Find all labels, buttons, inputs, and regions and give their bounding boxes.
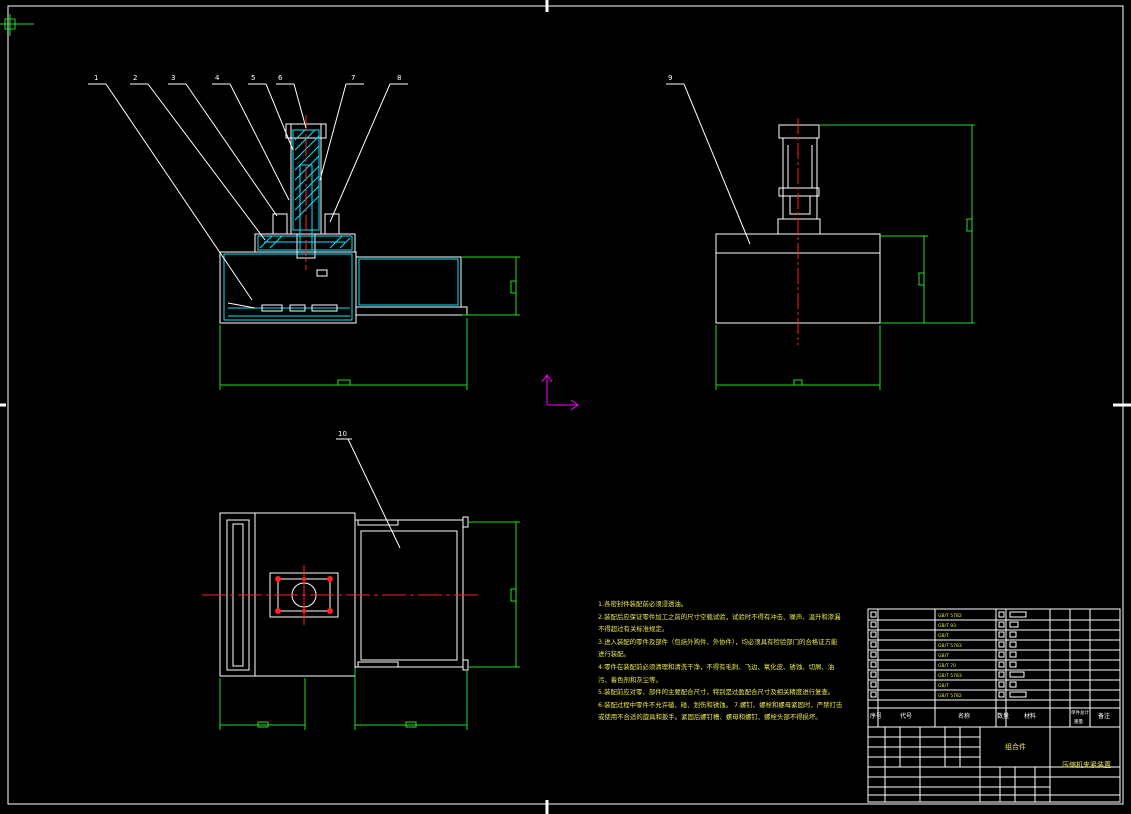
balloon-8: 8 [397,74,401,82]
balloon-7: 7 [351,74,355,82]
title-block-company: 组合件 压缩机夹紧装置 [1005,742,1111,769]
title-block [867,608,1121,803]
balloon-9: 9 [668,74,672,82]
header-total-weight: 总计 [1080,709,1089,716]
balloon-4: 4 [215,74,220,82]
balloon-3: 3 [171,74,175,82]
header-remarks: 备注 [1098,712,1110,720]
balloon-labels: 1 2 3 4 5 6 7 8 9 10 [94,74,672,438]
balloon-1: 1 [94,74,98,82]
balloon-5: 5 [251,74,255,82]
side-view [666,83,975,390]
company-name: 组合件 [1005,742,1026,751]
crosshair-cursor-icon [0,14,34,36]
balloon-2: 2 [133,74,137,82]
header-unit-weight: 单件 [1071,709,1080,716]
header-name: 名称 [958,712,970,720]
technical-requirements: 1.各密封件装配前必须浸透油。 2.装配后应保证零件加工之前的尺寸空载试验，试验时… [598,598,843,724]
header-qty: 数量 [997,712,1009,720]
bom-markers [870,611,1027,698]
svg-text:GB/T 70: GB/T 70 [938,663,956,669]
requirement-item: 5.装配前应对零、部件的主要配合尺寸，特别是过盈配合尺寸及相关精度进行复查。 [598,688,835,697]
svg-text:GB/T 5783: GB/T 5783 [938,643,962,649]
header-material: 材料 [1024,712,1036,720]
requirement-item: 4.零件在装配前必须清理和清洗干净，不得有毛刺、飞边、氧化皮、锈蚀、切屑、油污、… [598,662,835,684]
requirement-item: 3.进入装配的零件及部件（包括外购件、外协件），均必须具有检验部门的合格证方能进… [598,637,838,659]
top-view [202,438,520,730]
requirement-item: 2.装配后应保证零件加工之前的尺寸空载试验，试验时不得有冲击、噪声、温升和渗漏不… [598,612,841,634]
svg-text:GB/T 5783: GB/T 5783 [938,673,962,679]
svg-text:GB/T: GB/T [938,633,949,639]
svg-text:GB/T 5782: GB/T 5782 [938,693,962,699]
header-weight: 重量 [1074,718,1083,725]
header-code: 代号 [900,712,912,720]
title-block-labels: 序号 代号 名称 数量 材料 单件 总计 重量 备注 [870,709,1110,725]
requirement-item: 6.装配过程中零件不允许磕、碰、划伤和锈蚀。 7.螺钉、螺栓和螺母紧固时，严禁打… [598,700,843,722]
front-view [88,83,520,390]
svg-text:GB/T 93: GB/T 93 [938,623,956,629]
balloon-6: 6 [278,74,283,82]
svg-text:GB/T: GB/T [938,683,949,689]
drawing-title: 压缩机夹紧装置 [1062,760,1111,769]
requirements-list: 1.各密封件装配前必须浸透油。 2.装配后应保证零件加工之前的尺寸空载试验，试验时… [598,598,843,724]
balloon-10: 10 [338,430,347,438]
header-seq: 序号 [870,712,882,720]
svg-text:GB/T 5782: GB/T 5782 [938,613,962,619]
svg-text:GB/T: GB/T [938,653,949,659]
requirement-item: 1.各密封件装配前必须浸透油。 [598,600,688,608]
ucs-axis-icon [541,374,579,411]
